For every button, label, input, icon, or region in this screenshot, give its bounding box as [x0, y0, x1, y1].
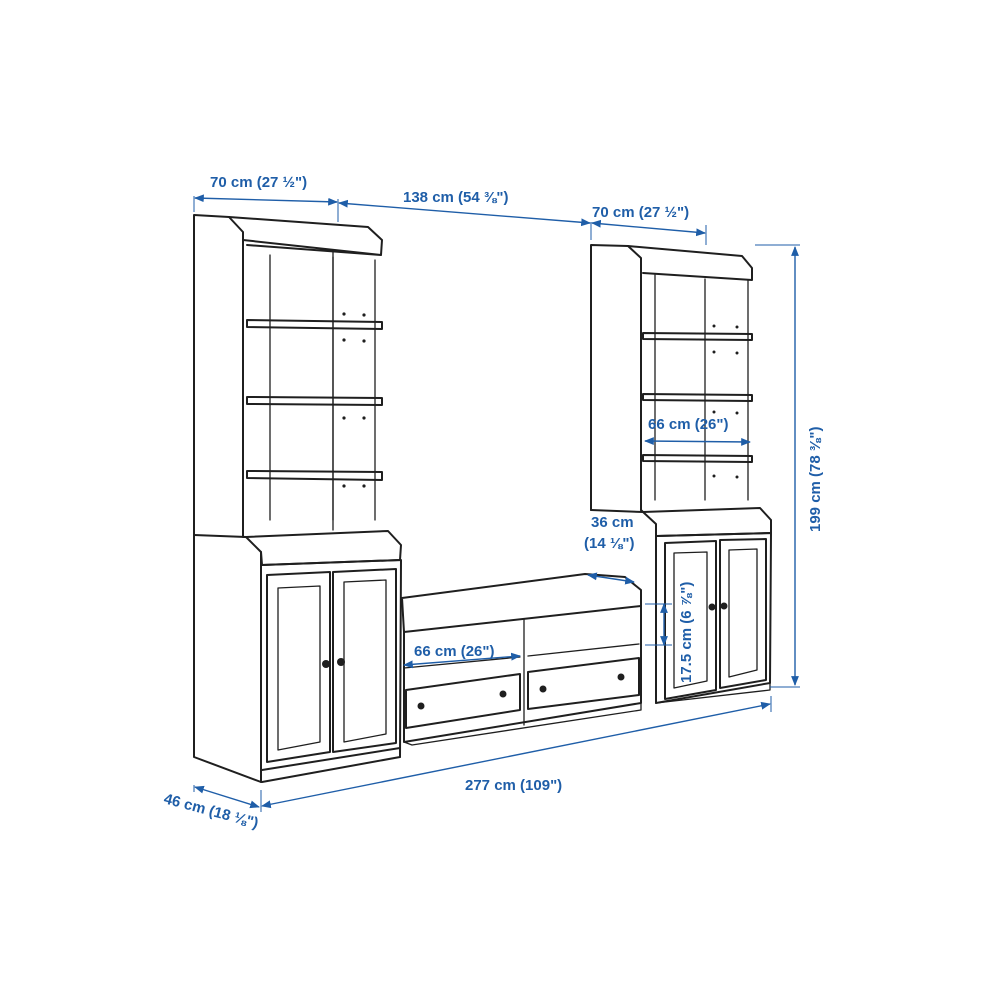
drawer-height-label: 17.5 cm (6 ⅞") [678, 582, 695, 683]
total-height-label: 199 cm (78 ⅜") [807, 426, 824, 532]
drawer-width-label: 66 cm (26") [414, 643, 495, 660]
right-width-label: 70 cm (27 ½") [592, 204, 689, 221]
tv-depth-label-line1: 36 cm [591, 514, 634, 531]
left-bookcase-unit [193, 214, 402, 783]
depth-label: 46 cm (18 ⅛") [162, 790, 260, 832]
dimension-lines [193, 194, 800, 812]
middle-gap-label: 138 cm (54 ⅜") [403, 189, 509, 206]
tv-depth-label-line2: (14 ⅛") [584, 535, 634, 552]
left-width-label: 70 cm (27 ½") [210, 174, 307, 191]
total-width-label: 277 cm (109") [465, 777, 562, 794]
right-bookcase-unit [590, 244, 772, 704]
inner-shelf-width-label: 66 cm (26") [648, 416, 729, 433]
